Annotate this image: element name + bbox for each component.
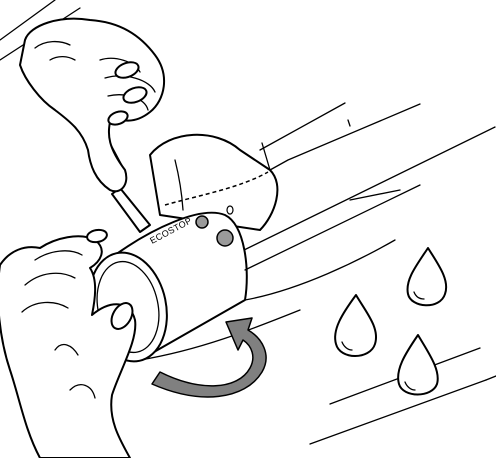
knob-hole — [217, 230, 233, 246]
water-drop-icon — [408, 248, 447, 305]
water-drop-icon — [335, 295, 376, 356]
water-drop-icon — [398, 335, 438, 395]
knob-hole — [196, 216, 208, 228]
upper-hand-icon — [20, 19, 164, 192]
water-drops — [335, 248, 446, 395]
